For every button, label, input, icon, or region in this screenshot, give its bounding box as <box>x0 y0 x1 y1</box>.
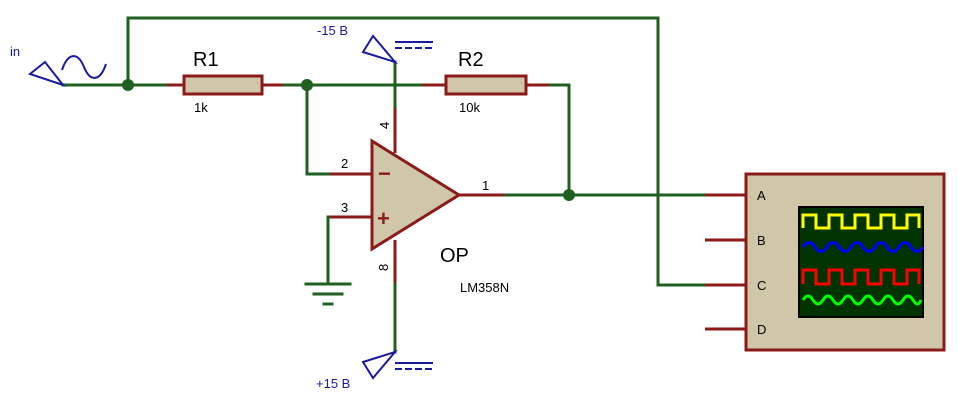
junction-output <box>563 189 575 201</box>
scope-trace-d <box>801 294 923 306</box>
inverting-sign: − <box>378 161 391 186</box>
junction-node <box>301 79 313 91</box>
pin-1-label: 1 <box>482 178 489 193</box>
wire-feedback-to-scope-c <box>126 16 707 287</box>
pin-2-label: 2 <box>341 156 348 171</box>
scope-channel-b-label: B <box>757 233 766 248</box>
noninverting-sign: + <box>377 206 390 231</box>
scope-channel-a-label: A <box>757 188 766 203</box>
neg-supply-label: -15 B <box>317 23 348 38</box>
opamp-name: OP <box>440 245 469 267</box>
scope-channel-c-label: C <box>757 278 766 293</box>
scope-trace-c <box>801 268 921 286</box>
sine-source-icon <box>61 55 107 79</box>
wire-node-to-inv <box>305 83 332 176</box>
r2-name: R2 <box>458 49 484 71</box>
wire-r2-to-output <box>547 83 571 197</box>
wire-noninv-ground <box>326 215 332 285</box>
neg-supply-terminal[interactable]: -15 B <box>317 23 433 64</box>
opamp-lm358n[interactable]: − + 2 3 1 4 8 OP LM358N <box>330 108 509 295</box>
input-terminal[interactable]: in <box>10 44 107 87</box>
opamp-part: LM358N <box>460 280 509 295</box>
oscilloscope[interactable]: A B C D <box>705 172 946 352</box>
pin-4-label: 4 <box>377 122 392 129</box>
pin-8-label: 8 <box>376 264 391 271</box>
junction-input <box>122 79 134 91</box>
r1-value: 1k <box>194 100 208 115</box>
pin-3-label: 3 <box>341 200 348 215</box>
ground-symbol <box>304 282 352 306</box>
input-label: in <box>10 44 20 59</box>
scope-channel-d-label: D <box>757 322 766 337</box>
pos-supply-terminal[interactable]: +15 B <box>316 350 433 391</box>
pos-supply-label: +15 B <box>316 376 350 391</box>
scope-trace-b <box>801 241 925 253</box>
scope-trace-a <box>801 213 921 230</box>
r1-name: R1 <box>193 49 219 71</box>
r2-value: 10k <box>459 100 480 115</box>
resistor-r2[interactable]: R2 10k <box>422 49 549 115</box>
resistor-r1[interactable]: R1 1k <box>167 49 283 115</box>
